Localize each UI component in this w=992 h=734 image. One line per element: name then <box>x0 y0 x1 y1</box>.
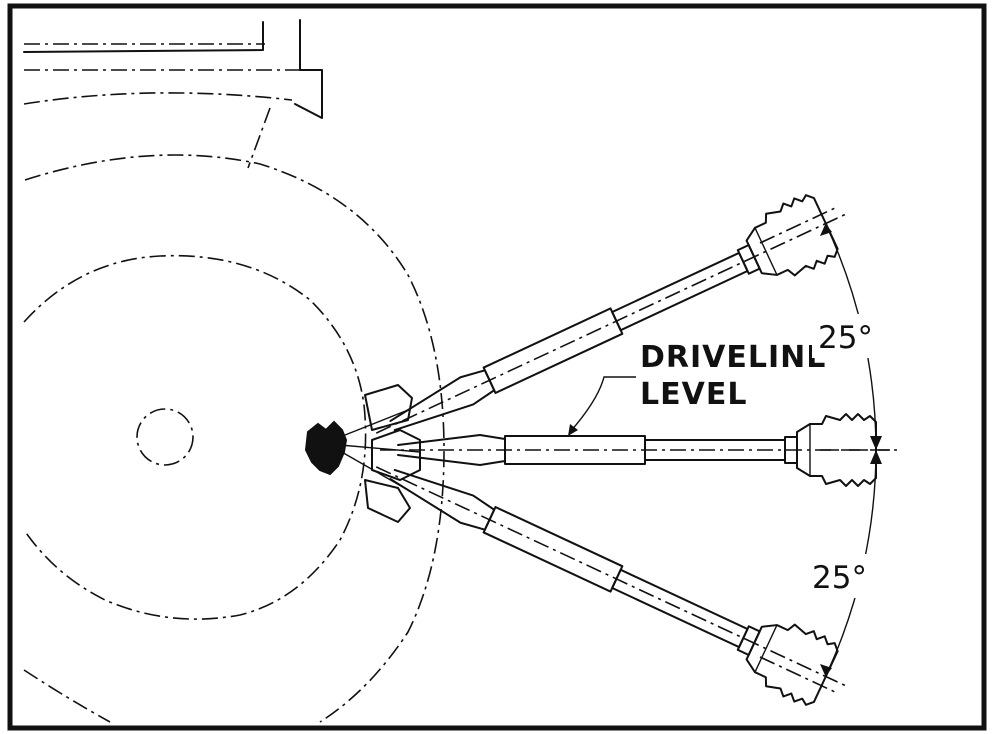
callout-line2: LEVEL <box>640 377 747 412</box>
axle-hub-circle <box>136 408 194 466</box>
wheel-outline <box>23 154 445 723</box>
driveline-upper <box>360 178 866 467</box>
arrowhead-icon <box>568 424 578 436</box>
universal-joint-yoke <box>339 384 421 523</box>
callout-leader <box>568 376 636 436</box>
arrowhead-icon <box>820 223 832 236</box>
callout-line1: DRIVELINE <box>640 340 828 375</box>
arrowhead-icon <box>870 450 882 464</box>
drawing-border <box>7 3 987 731</box>
arrowhead-icon <box>870 436 882 450</box>
tractor-body-outline <box>23 19 323 169</box>
driveline-lower <box>360 433 866 722</box>
pto-spline-icon <box>304 420 348 476</box>
lower-angle-label: 25° <box>812 560 867 596</box>
upper-angle-label: 25° <box>818 320 873 356</box>
arrowhead-icon <box>820 664 832 677</box>
